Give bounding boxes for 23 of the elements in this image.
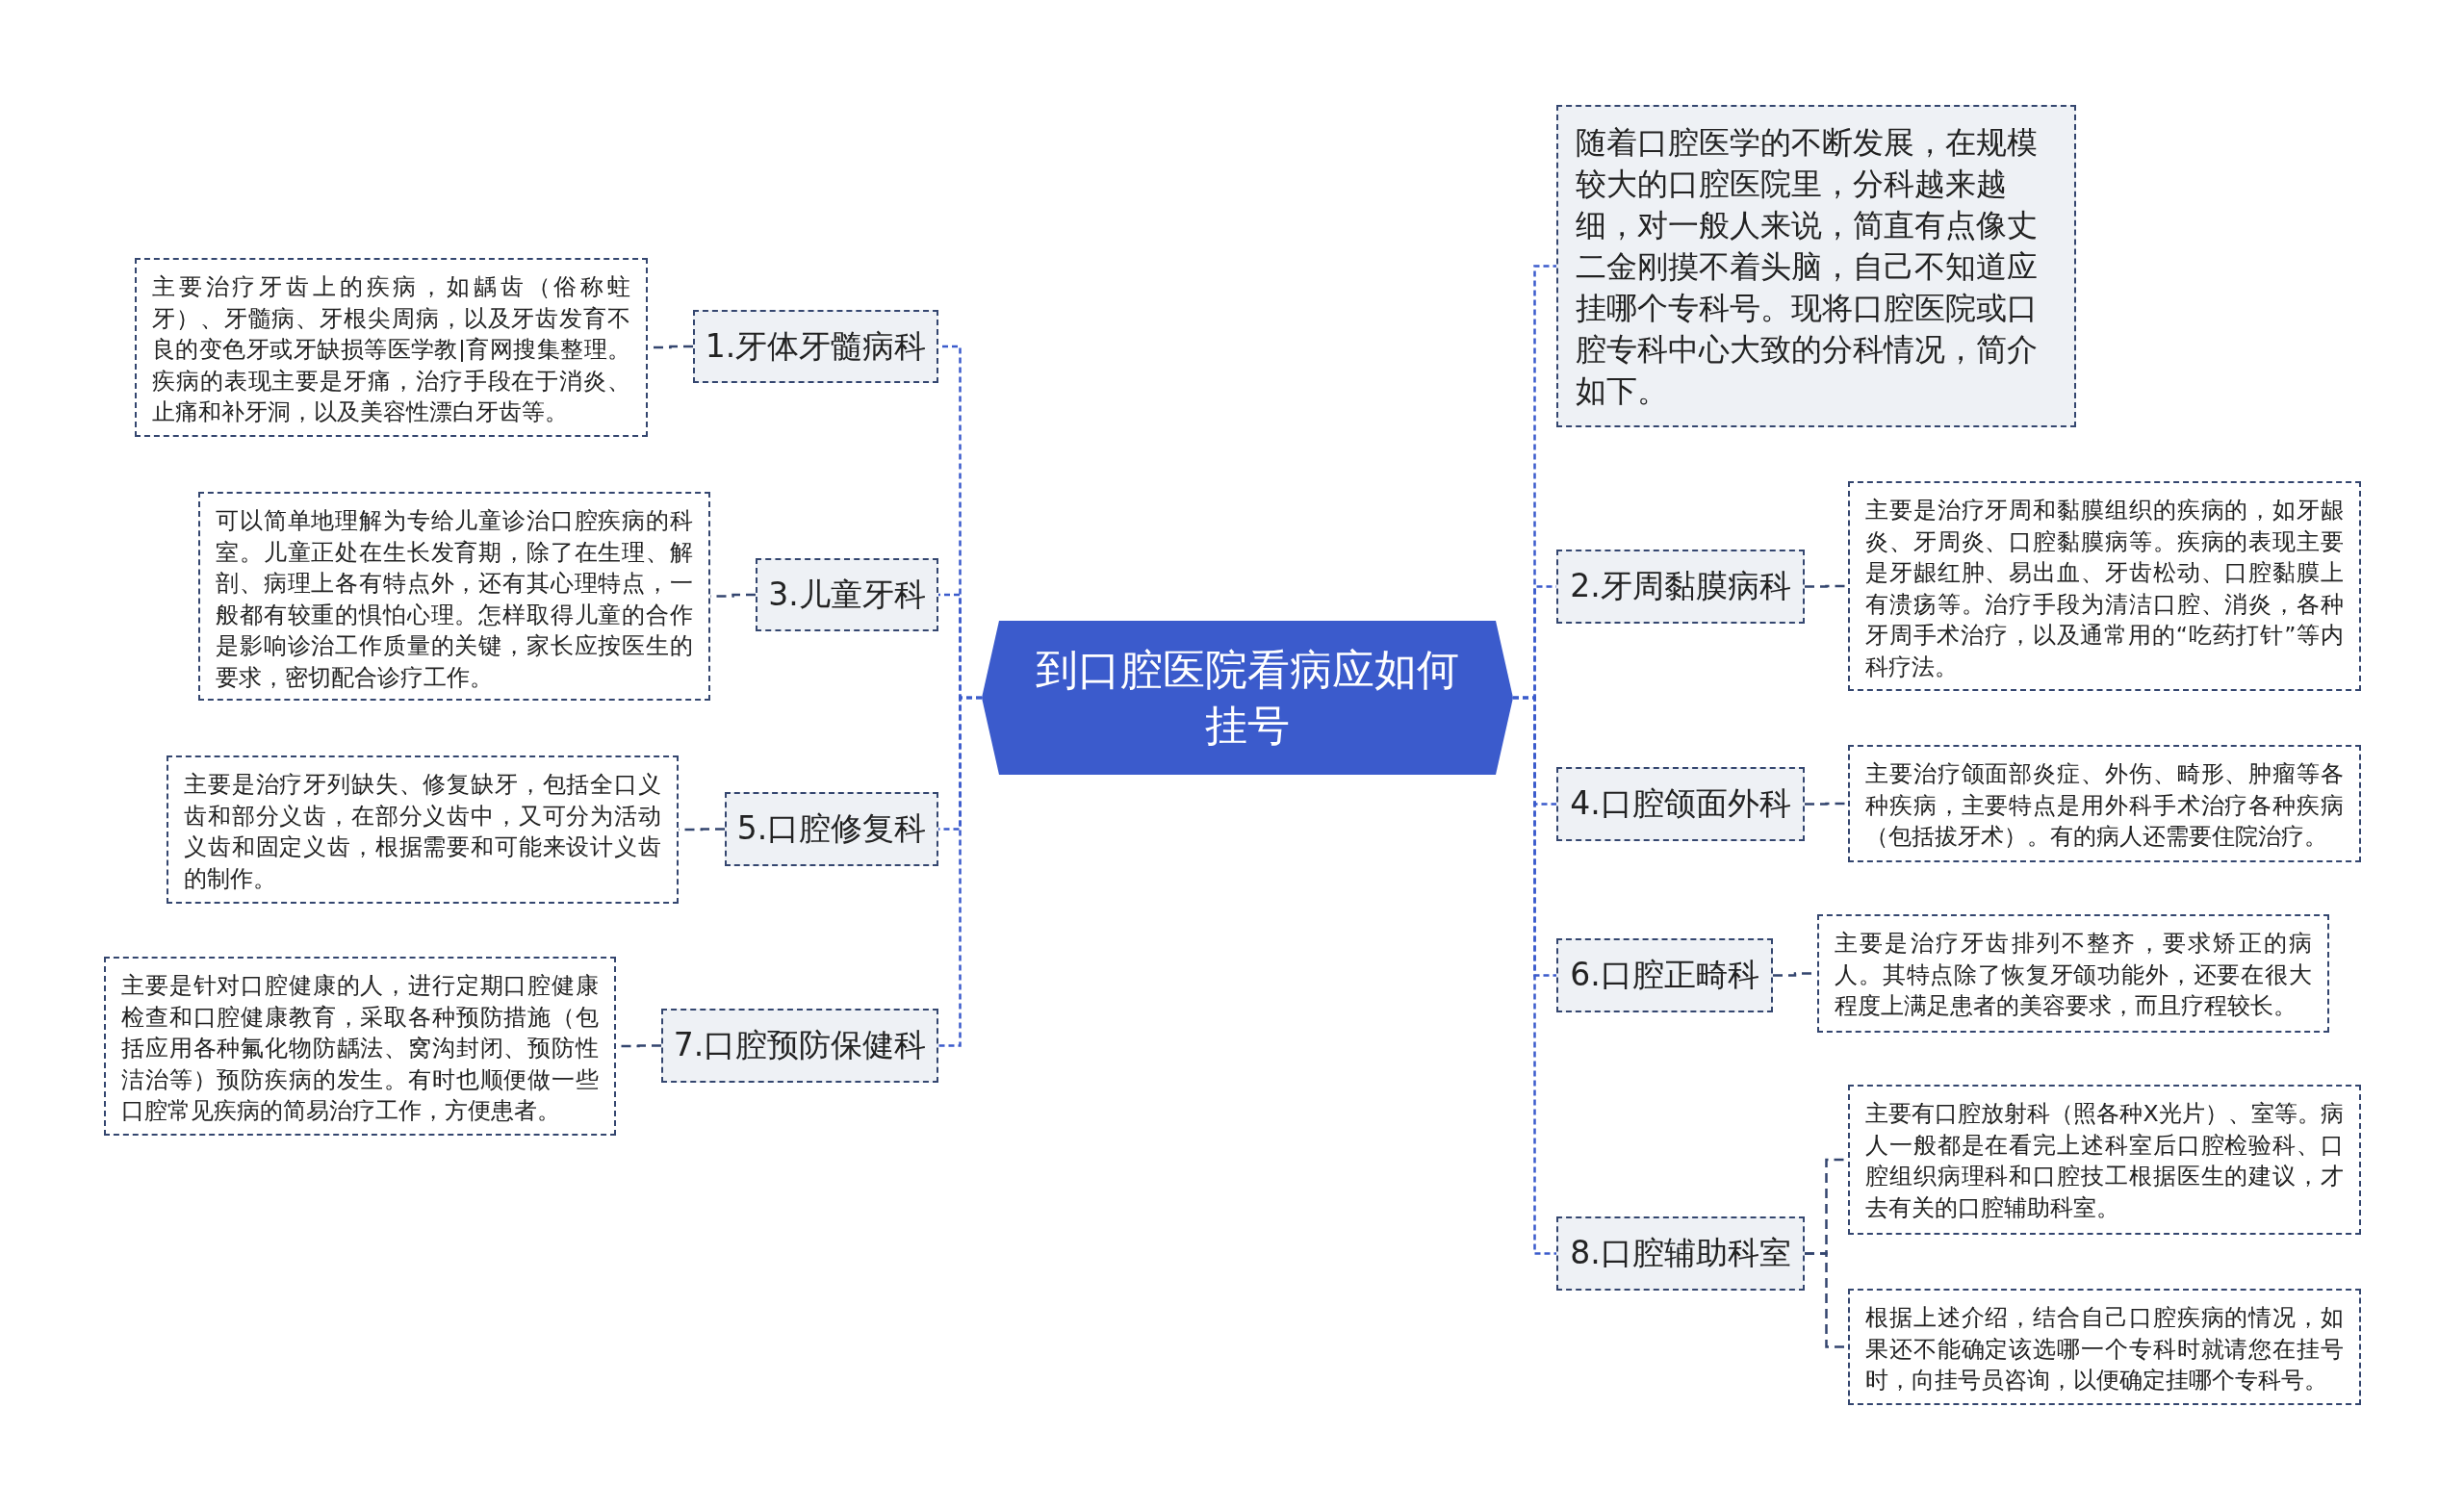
description-box: 主要治疗颌面部炎症、外伤、畸形、肿瘤等各种疾病，主要特点是用外科手术治疗各种疾病（包括拔牙术）。有的病人还需要住院治疗。 [1848,745,2361,862]
topic-box: 8.口腔辅助科室 [1556,1216,1805,1291]
description-box: 主要是针对口腔健康的人，进行定期口腔健康检查和口腔健康教育，采取各种预防措施（包括应用各种氟化物防龋法、窝沟封闭、预防性洁治等）预防疾病的发生。有时也顺便做一些口腔常见疾病的简易治疗工作，方便患者。 [104,957,616,1136]
connector [938,696,982,1047]
description-box: 根据上述介绍，结合自己口腔疾病的情况，如果还不能确定该选哪一个专科时就请您在挂号时，向挂号员咨询，以便确定挂哪个专科号。 [1848,1289,2361,1405]
topic-box: 7.口腔预防保健科 [661,1009,938,1083]
topic-box: 4.口腔颌面外科 [1556,767,1805,841]
description-box: 可以简单地理解为专给儿童诊治口腔疾病的科室。儿童正处在生长发育期，除了在生理、解剖、病理上各有特点外，还有其心理特点，一般都有较重的惧怕心理。怎样取得儿童的合作是影响诊治工作质量的关键，家长应按医生的要求，密切配合诊疗工作。 [198,492,710,701]
connector [1805,802,1848,806]
intro-box: 随着口腔医学的不断发展，在规模较大的口腔医院里，分科越来越细，对一般人来说，简直有点像丈二金刚摸不着头脑，自己不知道应挂哪个专科号。现将口腔医院或口腔专科中心大致的分科情况，简介如下。 [1556,105,2076,427]
description-box: 主要是治疗牙齿排列不整齐，要求矫正的病人。其特点除了恢复牙颌功能外，还要在很大程度上满足患者的美容要求，而且疗程较长。 [1817,914,2329,1033]
topic-box: 5.口腔修复科 [725,792,938,866]
description-box: 主要是治疗牙周和黏膜组织的疾病的，如牙龈炎、牙周炎、口腔黏膜病等。疾病的表现主要是牙龈红肿、易出血、牙齿松动、口腔黏膜上有溃疡等。治疗手段为清洁口腔、消炎，各种牙周手术治疗，以及通常用的“吃药打针”等内科疗法。 [1848,481,2361,691]
connector [1513,696,1556,1255]
topic-box: 6.口腔正畸科 [1556,938,1773,1012]
connector [1805,584,1848,588]
description-box: 主要有口腔放射科（照各种X光片）、室等。病人一般都是在看完上述科室后口腔检验科、口腔组织病理科和口腔技工根据医生的建议，才去有关的口腔辅助科室。 [1848,1085,2361,1235]
description-box: 主要治疗牙齿上的疾病，如龋齿（俗称蛀牙）、牙髓病、牙根尖周病，以及牙齿发育不良的变色牙或牙缺损等医学教|育网搜集整理。疾病的表现主要是牙痛，治疗手段在于消炎、止痛和补牙洞，以及美容性漂白牙齿等。 [135,258,648,437]
central-topic: 到口腔医院看病应如何挂号 [982,621,1513,775]
description-box: 主要是治疗牙列缺失、修复缺牙，包括全口义齿和部分义齿，在部分义齿中，又可分为活动义齿和固定义齿，根据需要和可能来设计义齿的制作。 [167,755,679,904]
topic-box: 3.儿童牙科 [756,558,938,631]
topic-box: 1.牙体牙髓病科 [693,310,938,383]
topic-box: 2.牙周黏膜病科 [1556,550,1805,624]
